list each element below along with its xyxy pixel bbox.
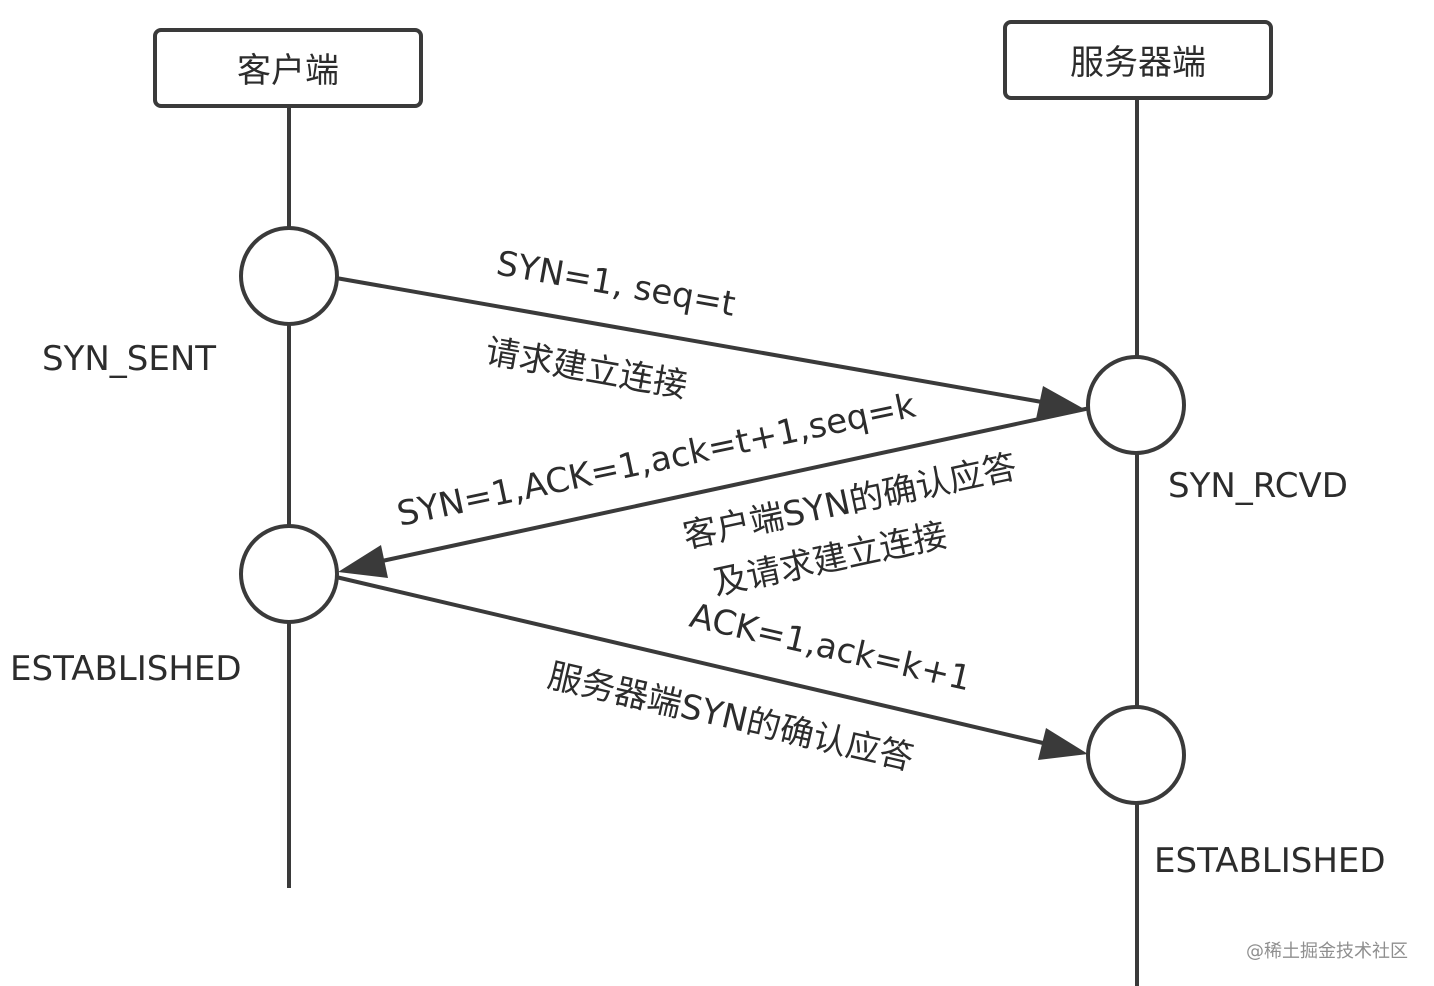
client-state-established: ESTABLISHED bbox=[10, 649, 242, 689]
ack-arrow bbox=[335, 575, 1044, 745]
m1-desc-label: 请求建立连接 bbox=[482, 331, 690, 406]
syn-ack-arrow bbox=[381, 406, 1091, 563]
server-state-circle-2 bbox=[1086, 705, 1186, 805]
ack-arrowhead bbox=[1038, 728, 1088, 760]
m3-fields-label: ACK=1,ack=k+1 bbox=[686, 596, 975, 700]
watermark-text: @稀土掘金技术社区 bbox=[1246, 941, 1408, 962]
server-state-established: ESTABLISHED bbox=[1154, 841, 1386, 881]
client-state-syn-sent: SYN_SENT bbox=[42, 339, 216, 379]
client-state-circle-1 bbox=[239, 226, 339, 326]
syn-arrow bbox=[335, 276, 1043, 404]
server-state-circle-1 bbox=[1086, 355, 1186, 455]
server-state-syn-rcvd: SYN_RCVD bbox=[1168, 466, 1348, 506]
client-box: 客户端 bbox=[153, 28, 423, 108]
syn-ack-arrowhead bbox=[338, 545, 388, 578]
server-box: 服务器端 bbox=[1003, 20, 1273, 100]
client-box-label: 客户端 bbox=[237, 51, 339, 91]
client-state-circle-2 bbox=[239, 524, 339, 624]
server-box-label: 服务器端 bbox=[1070, 43, 1206, 83]
